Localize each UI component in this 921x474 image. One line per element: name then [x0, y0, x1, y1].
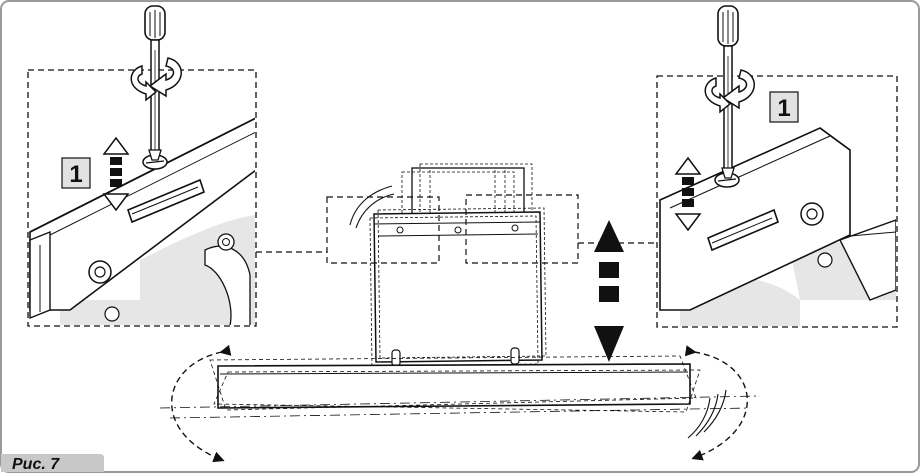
curved-arrow-icon [704, 69, 755, 114]
highlight-boxes [326, 194, 579, 264]
stand-assembly [159, 163, 761, 419]
up-down-arrow-icon [102, 136, 130, 212]
screwdriver-icon [144, 5, 166, 161]
step-label-left: 1 [61, 157, 91, 189]
step-label-right: 1 [769, 91, 799, 123]
figure-caption: Рис. 7 [1, 454, 104, 473]
double-arrow-icon [594, 220, 624, 362]
left-detail-panel [27, 69, 257, 327]
step-number-left: 1 [69, 161, 82, 188]
tilt-arrow-icon [171, 344, 748, 463]
up-down-arrow-icon [674, 156, 702, 232]
step-number-right: 1 [777, 95, 790, 122]
caption-text: Рис. 7 [12, 456, 60, 473]
connector-lines [256, 242, 657, 253]
curved-arrow-icon [130, 57, 182, 102]
